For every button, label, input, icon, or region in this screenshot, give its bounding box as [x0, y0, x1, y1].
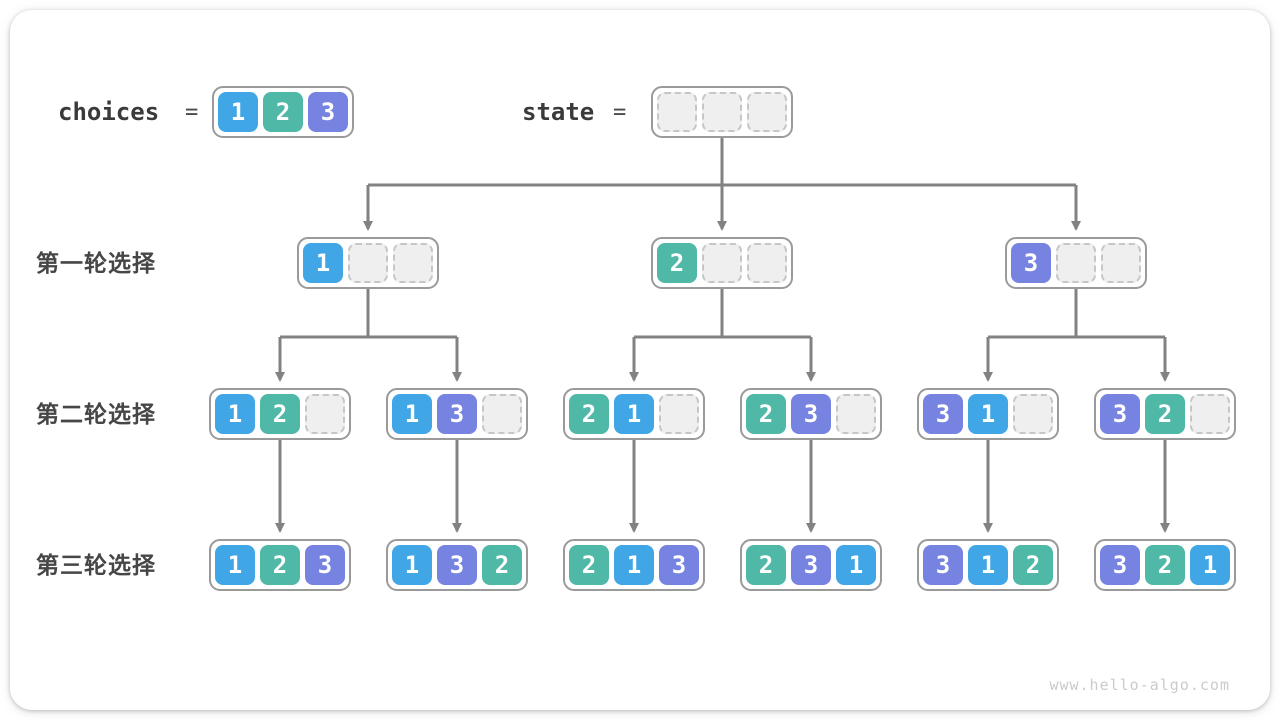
- array-cell: 1: [218, 92, 258, 132]
- array-cell: 1: [836, 545, 876, 585]
- array-cell: 2: [1013, 545, 1053, 585]
- array-cell: 3: [791, 394, 831, 434]
- array-cell-empty: [747, 243, 787, 283]
- array-cell-empty: [1013, 394, 1053, 434]
- array-cell: 1: [614, 394, 654, 434]
- array-cell-empty: [836, 394, 876, 434]
- array-cell-empty: [1101, 243, 1141, 283]
- array-cell-empty: [702, 243, 742, 283]
- array-cell: 1: [614, 545, 654, 585]
- array-cell: 2: [746, 545, 786, 585]
- state-array: [651, 86, 793, 138]
- array-cell: 1: [215, 394, 255, 434]
- array-cell-empty: [702, 92, 742, 132]
- array-cell: 1: [968, 394, 1008, 434]
- permutation-node: 1: [297, 237, 439, 289]
- array-cell: 3: [923, 545, 963, 585]
- array-cell: 3: [308, 92, 348, 132]
- round-3-label: 第三轮选择: [36, 552, 156, 578]
- array-cell: 3: [1100, 545, 1140, 585]
- array-cell: 3: [791, 545, 831, 585]
- array-cell-empty: [747, 92, 787, 132]
- array-cell-empty: [348, 243, 388, 283]
- array-cell: 2: [1145, 394, 1185, 434]
- array-cell: 2: [746, 394, 786, 434]
- array-cell: 1: [392, 545, 432, 585]
- array-cell: 1: [392, 394, 432, 434]
- round-2-label: 第二轮选择: [36, 401, 156, 427]
- array-cell: 2: [657, 243, 697, 283]
- array-cell: 2: [569, 545, 609, 585]
- array-cell: 3: [1011, 243, 1051, 283]
- array-cell: 3: [437, 545, 477, 585]
- array-cell: 3: [659, 545, 699, 585]
- choices-equals-sign: =: [185, 100, 199, 125]
- array-cell: 2: [569, 394, 609, 434]
- array-cell: 1: [968, 545, 1008, 585]
- array-cell-empty: [482, 394, 522, 434]
- watermark: www.hello-algo.com: [1049, 676, 1230, 694]
- array-cell: 2: [263, 92, 303, 132]
- array-cell: 1: [215, 545, 255, 585]
- array-cell: 2: [1145, 545, 1185, 585]
- permutation-node: 2: [651, 237, 793, 289]
- permutation-node: 3: [1005, 237, 1147, 289]
- array-cell-empty: [393, 243, 433, 283]
- array-cell: 3: [1100, 394, 1140, 434]
- array-cell: 3: [437, 394, 477, 434]
- array-cell-empty: [305, 394, 345, 434]
- array-cell: 2: [482, 545, 522, 585]
- array-cell-empty: [1190, 394, 1230, 434]
- array-cell: 2: [260, 545, 300, 585]
- choices-label: choices: [58, 98, 160, 126]
- array-cell: 1: [1190, 545, 1230, 585]
- state-equals-sign: =: [613, 100, 627, 125]
- array-cell-empty: [1056, 243, 1096, 283]
- array-cell-empty: [657, 92, 697, 132]
- array-cell: 2: [260, 394, 300, 434]
- array-cell: 1: [303, 243, 343, 283]
- state-label: state: [522, 98, 595, 126]
- round-1-label: 第一轮选择: [36, 250, 156, 276]
- array-cell: 3: [305, 545, 345, 585]
- array-cell-empty: [659, 394, 699, 434]
- array-cell: 3: [923, 394, 963, 434]
